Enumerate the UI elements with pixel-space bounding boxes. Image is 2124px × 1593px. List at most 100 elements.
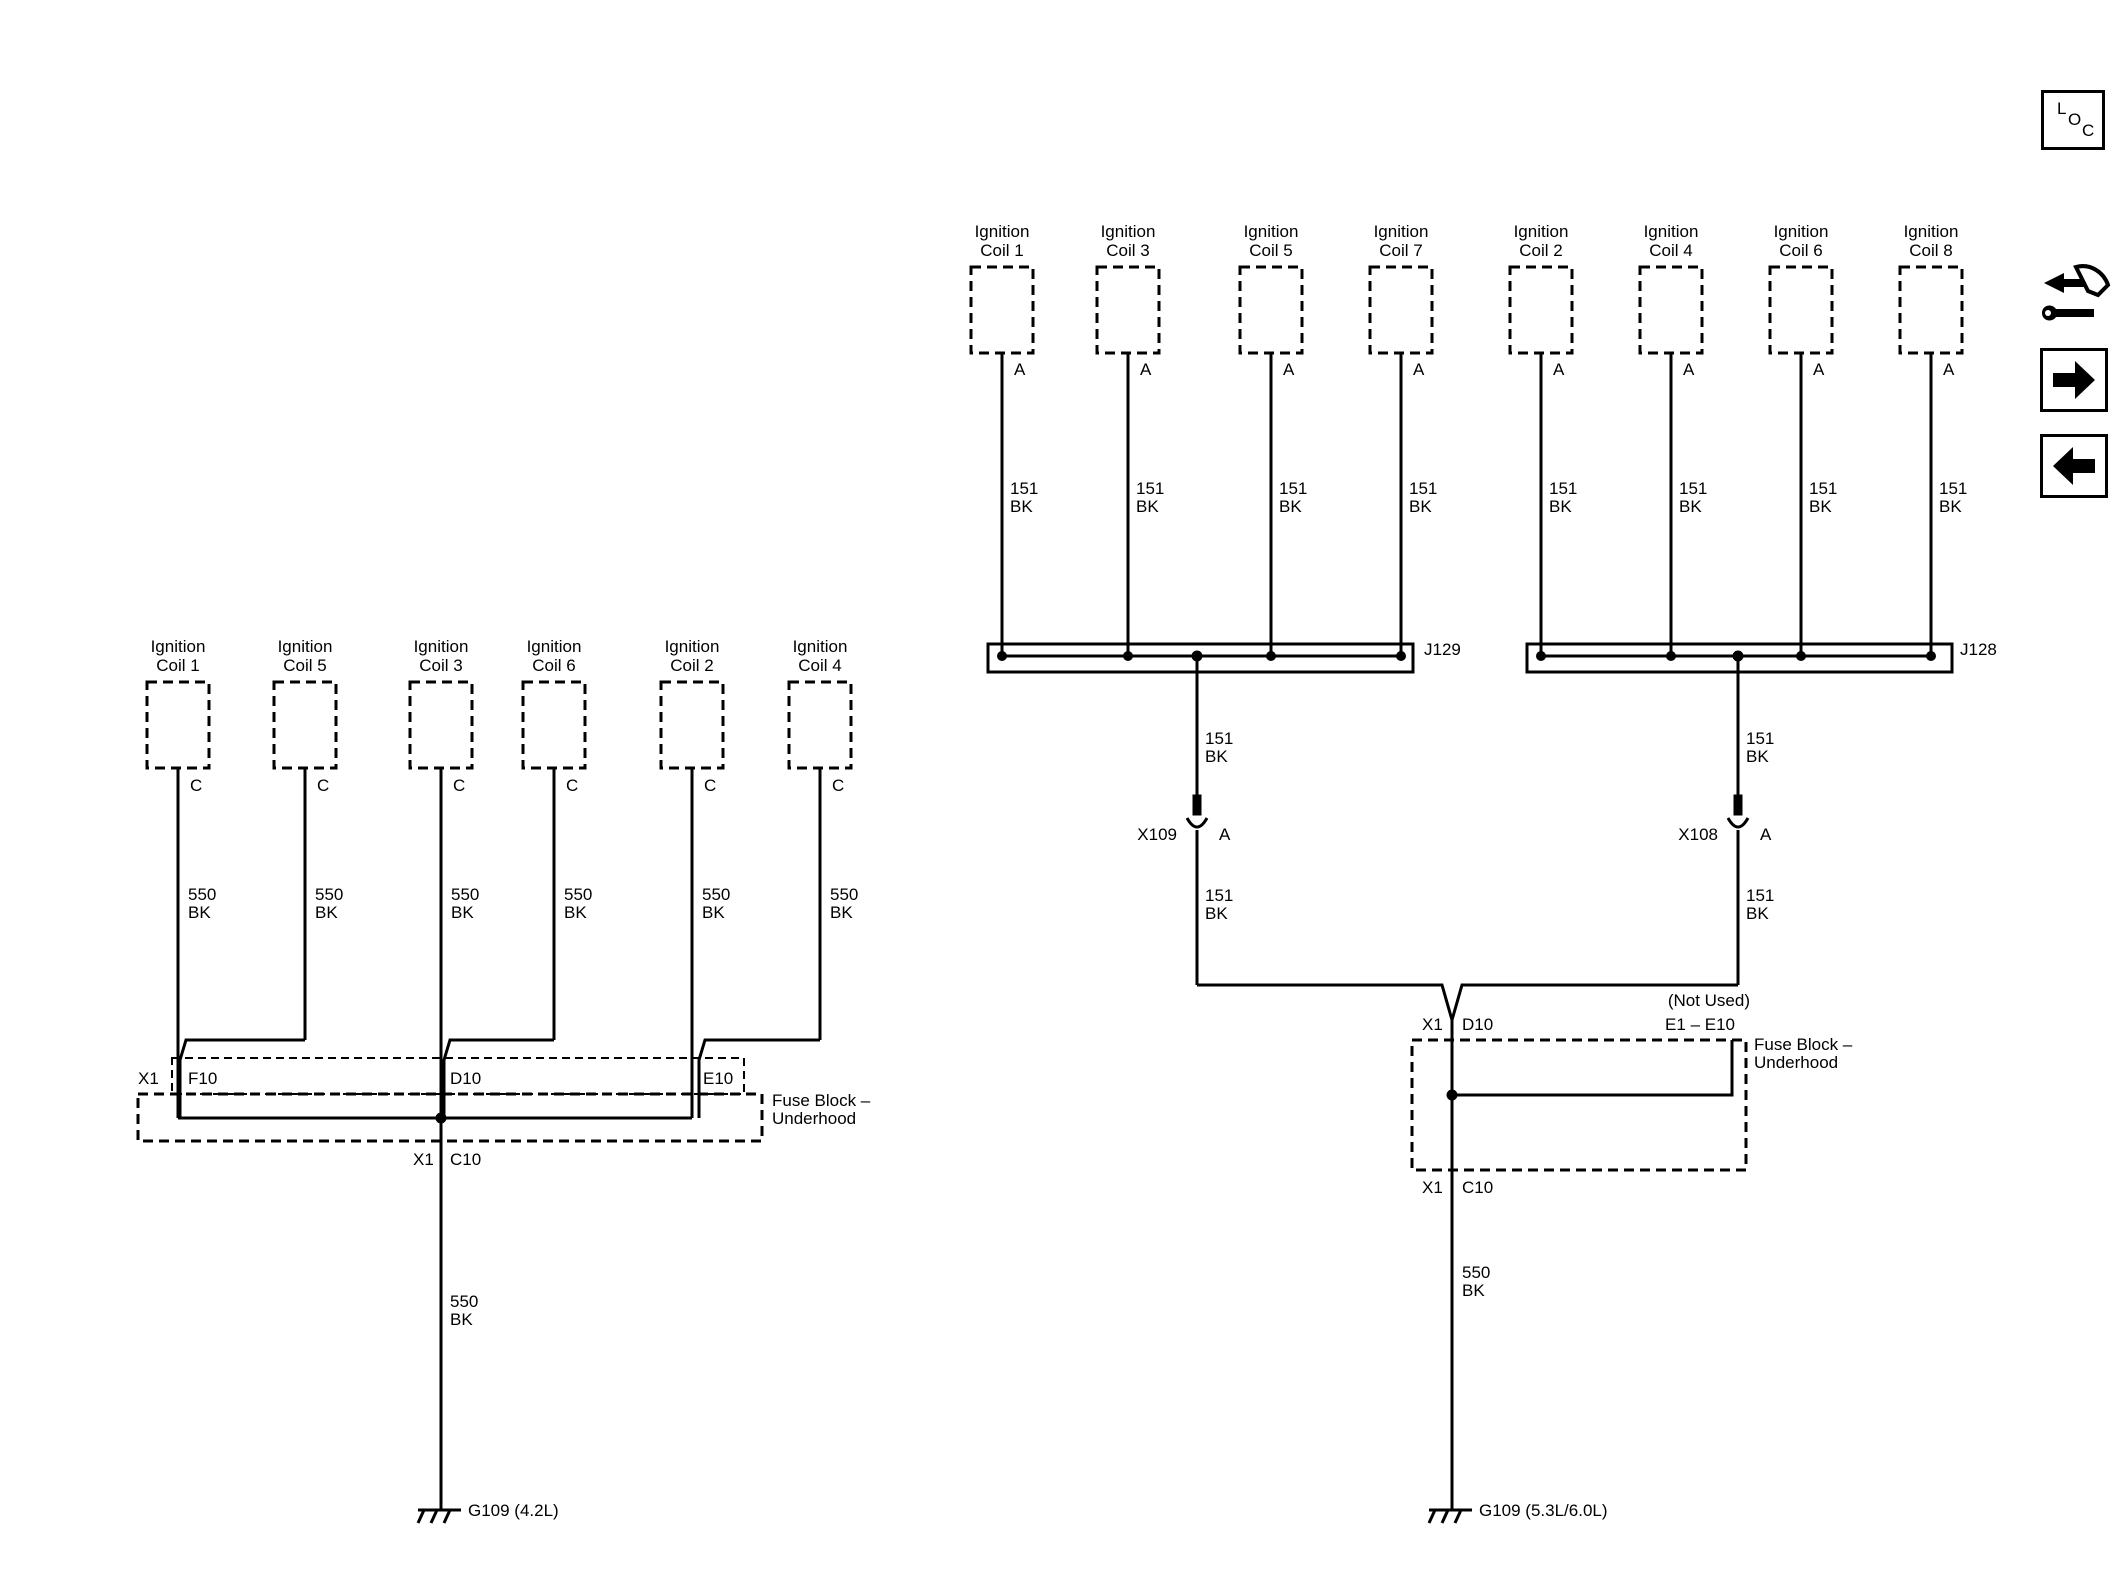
wire-color: BK xyxy=(564,903,587,922)
wire-circuit-number: 151 xyxy=(1549,479,1577,498)
pin-label: C10 xyxy=(450,1150,481,1169)
coil-component xyxy=(787,680,853,770)
pin-label: A xyxy=(1219,825,1231,844)
ground-icon xyxy=(416,1509,426,1524)
pin-label: F10 xyxy=(188,1069,217,1088)
coil-component xyxy=(659,680,725,770)
wire xyxy=(178,1038,305,1118)
coil-component xyxy=(1638,265,1704,355)
coil-label-line1: Ignition xyxy=(278,637,333,656)
connector-label: X1 xyxy=(1422,1015,1443,1034)
coil-pin-label: A xyxy=(1943,360,1955,379)
splice-label: J129 xyxy=(1424,640,1461,659)
coil-label-line2: Coil 4 xyxy=(798,656,841,675)
coil-pin-label: A xyxy=(1413,360,1425,379)
inline-connector-male xyxy=(1192,794,1202,816)
connector-label: X1 xyxy=(138,1069,159,1088)
splice-dot xyxy=(1446,1089,1458,1101)
fuse-block-underhood xyxy=(1410,1038,1748,1172)
connector-x1 xyxy=(171,1057,745,1095)
coil-label-line1: Ignition xyxy=(1244,222,1299,241)
ground-icon xyxy=(1453,1509,1463,1524)
wire xyxy=(697,1038,820,1118)
coil-label-line2: Coil 6 xyxy=(1779,241,1822,260)
wire-color: BK xyxy=(1549,497,1572,516)
previous-page-button[interactable] xyxy=(2040,434,2108,498)
coil-component xyxy=(521,680,587,770)
fuse-block-label: Fuse Block – xyxy=(1754,1035,1853,1054)
coil-label-line1: Ignition xyxy=(793,637,848,656)
coil-label-line2: Coil 2 xyxy=(670,656,713,675)
wire-circuit-number: 151 xyxy=(1746,886,1774,905)
coil-label-line1: Ignition xyxy=(414,637,469,656)
wire xyxy=(1197,983,1454,1021)
wire-circuit-number: 151 xyxy=(1809,479,1837,498)
coil-pin-label: A xyxy=(1553,360,1565,379)
wire-color: BK xyxy=(315,903,338,922)
coil-label-line1: Ignition xyxy=(1774,222,1829,241)
wire-circuit-number: 151 xyxy=(1136,479,1164,498)
ground-icon xyxy=(1427,1509,1437,1524)
coil-label-line2: Coil 7 xyxy=(1379,241,1422,260)
wire-circuit-number: 151 xyxy=(1010,479,1038,498)
coil-component xyxy=(1768,265,1834,355)
coil-label-line1: Ignition xyxy=(527,637,582,656)
coil-pin-label: A xyxy=(1813,360,1825,379)
coil-label-line2: Coil 3 xyxy=(1106,241,1149,260)
coil-label-line2: Coil 5 xyxy=(1249,241,1292,260)
coil-label-line1: Ignition xyxy=(1644,222,1699,241)
fuse-block-label: Fuse Block – xyxy=(772,1091,871,1110)
wire-circuit-number: 151 xyxy=(1746,729,1774,748)
coil-label-line1: Ignition xyxy=(665,637,720,656)
coil-label-line2: Coil 3 xyxy=(419,656,462,675)
inline-connector-label: X108 xyxy=(1678,825,1718,844)
wire-circuit-number: 151 xyxy=(1939,479,1967,498)
wire-color: BK xyxy=(1462,1281,1485,1300)
wire-color: BK xyxy=(450,1310,473,1329)
wire-color: BK xyxy=(1205,747,1228,766)
coil-label-line2: Coil 6 xyxy=(532,656,575,675)
coil-component xyxy=(1368,265,1434,355)
coil-label-line2: Coil 1 xyxy=(156,656,199,675)
wire-circuit-number: 151 xyxy=(1205,886,1233,905)
coil-label-line2: Coil 8 xyxy=(1909,241,1952,260)
coil-component xyxy=(1095,265,1161,355)
component-locator-icon[interactable] xyxy=(2036,255,2116,335)
wire-circuit-number: 151 xyxy=(1409,479,1437,498)
previous-page-arrow-icon xyxy=(2053,447,2095,485)
ground-icon xyxy=(442,1509,452,1524)
coil-pin-label: C xyxy=(704,776,716,795)
wire-color: BK xyxy=(188,903,211,922)
wire-color: BK xyxy=(1136,497,1159,516)
coil-label-line2: Coil 1 xyxy=(980,241,1023,260)
coil-pin-label: A xyxy=(1283,360,1295,379)
coil-pin-label: C xyxy=(317,776,329,795)
wire-color: BK xyxy=(1205,904,1228,923)
ground-icon xyxy=(1440,1509,1450,1524)
ground-icon xyxy=(429,1509,439,1524)
coil-component xyxy=(1238,265,1304,355)
wire-circuit-number: 550 xyxy=(315,885,343,904)
loc-button[interactable]: L O C xyxy=(2041,90,2105,150)
wire-circuit-number: 550 xyxy=(188,885,216,904)
wire xyxy=(442,1038,554,1118)
wire-color: BK xyxy=(1679,497,1702,516)
inline-connector-male xyxy=(1733,794,1743,816)
wire-color: BK xyxy=(1746,904,1769,923)
wire-circuit-number: 550 xyxy=(830,885,858,904)
coil-label-line2: Coil 2 xyxy=(1519,241,1562,260)
next-page-button[interactable] xyxy=(2040,348,2108,412)
loc-letter-o: O xyxy=(2068,110,2082,129)
wire-circuit-number: 550 xyxy=(451,885,479,904)
wire-color: BK xyxy=(451,903,474,922)
coil-component xyxy=(1898,265,1964,355)
pin-label: C10 xyxy=(1462,1178,1493,1197)
coil-label-line1: Ignition xyxy=(975,222,1030,241)
coil-component xyxy=(145,680,211,770)
not-used-label: (Not Used) xyxy=(1668,991,1750,1010)
wire-color: BK xyxy=(1279,497,1302,516)
splice-dot xyxy=(435,1112,447,1124)
